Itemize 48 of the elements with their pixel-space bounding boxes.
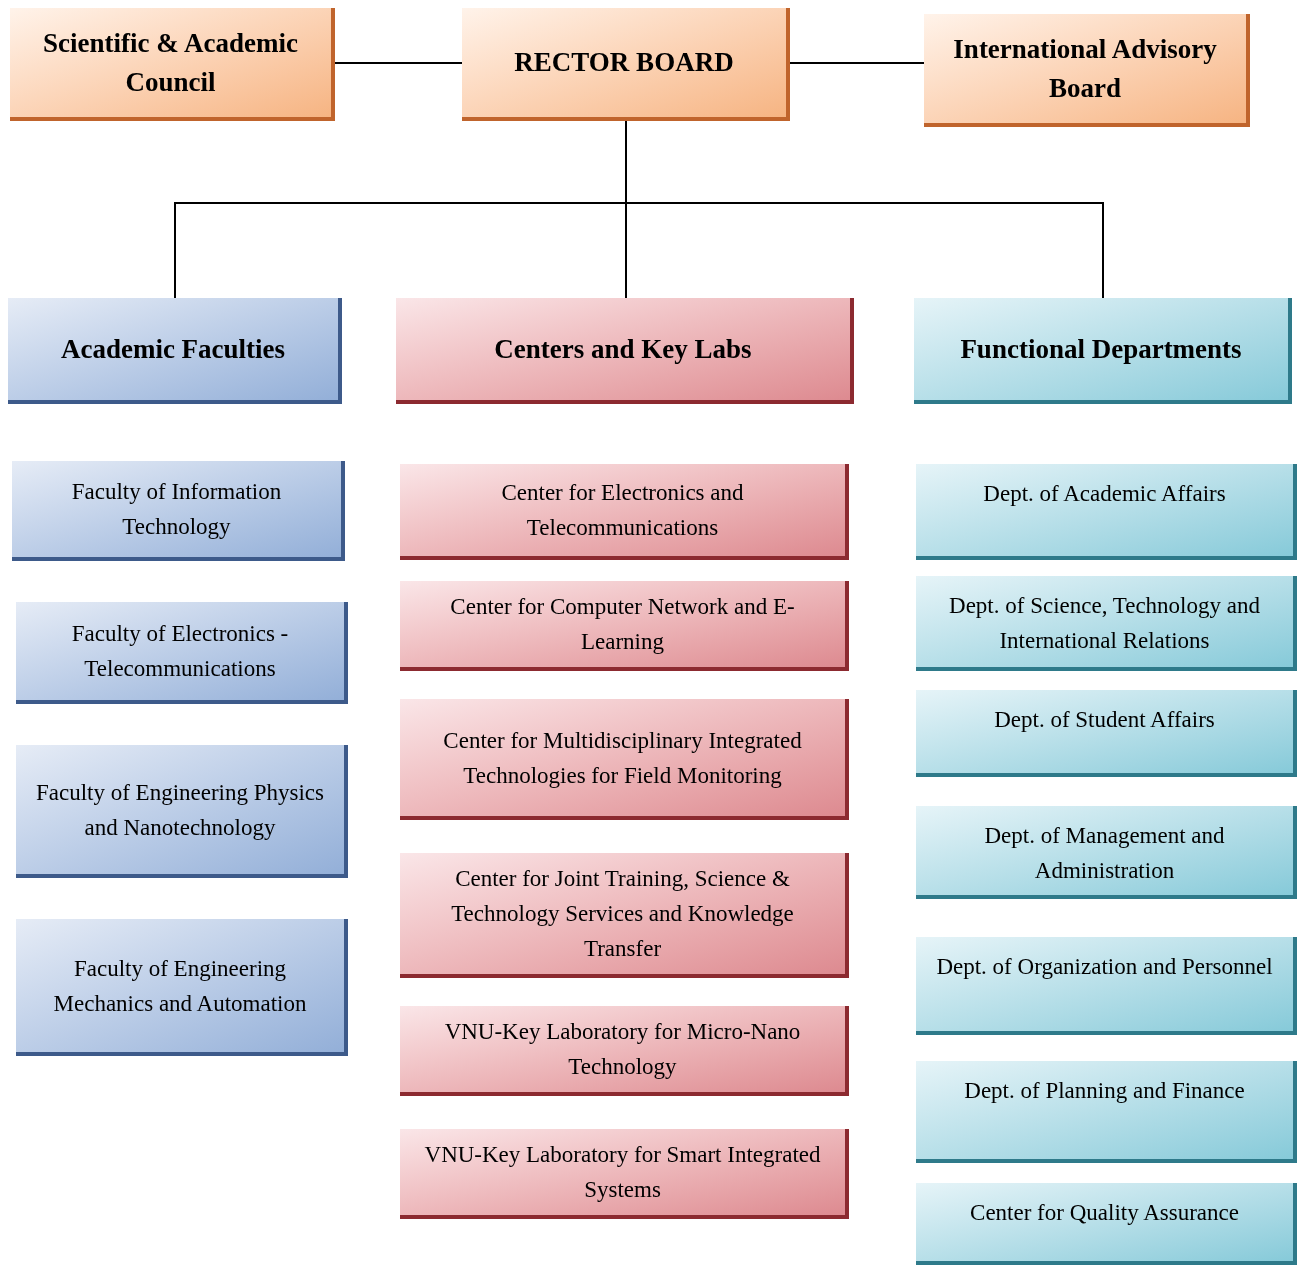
header-box [462, 8, 790, 121]
box-label: VNU-Key Laboratory for Micro-Nano Technology [443, 1018, 802, 1081]
header-box [10, 8, 335, 121]
box-label: Faculty of Engineering Mechanics and Automation [52, 954, 308, 1018]
box-label: International Advisory Board [952, 32, 1218, 105]
box-label: VNU-Key Laboratory for Smart Integrated Systems [423, 1141, 822, 1204]
connector-line [334, 62, 463, 64]
unit-box [16, 602, 348, 704]
box-label: Dept. of Science, Technology and International Relations [948, 592, 1261, 655]
box-label: Center for Joint Training, Science & Technology Services and Knowledge Transfer [450, 865, 795, 963]
header-box [396, 298, 854, 404]
unit-box [400, 464, 849, 560]
box-label: Faculty of Electronics - Telecommunications [70, 620, 290, 683]
unit-box [916, 464, 1297, 560]
header-box [914, 298, 1292, 404]
box-label: Dept. of Academic Affairs [983, 480, 1226, 508]
unit-box [400, 699, 849, 820]
box-label: Center for Electronics and Telecommunications [500, 479, 745, 542]
box-label: Center for Quality Assurance [970, 1199, 1239, 1227]
box-label: RECTOR BOARD [514, 46, 734, 79]
box-label: Centers and Key Labs [494, 332, 752, 366]
box-label: Dept. of Management and Administration [983, 822, 1226, 885]
unit-box [400, 853, 849, 978]
unit-box [12, 461, 345, 561]
box-label: Academic Faculties [60, 332, 286, 366]
box-label: Faculty of Engineering Physics and Nanotechnology [34, 778, 326, 842]
unit-box [400, 581, 849, 671]
connector-line [789, 62, 925, 64]
box-label: Dept. of Planning and Finance [964, 1077, 1245, 1105]
unit-box [916, 806, 1297, 899]
box-label: Scientific & Academic Council [42, 26, 299, 99]
box-label: Dept. of Organization and Personnel [936, 953, 1273, 981]
box-label: Center for Computer Network and E-Learning [449, 593, 796, 656]
unit-box [916, 690, 1297, 777]
box-label: Functional Departments [960, 332, 1242, 366]
unit-box [916, 1061, 1297, 1163]
unit-box [916, 1183, 1297, 1265]
box-label: Dept. of Student Affairs [994, 706, 1215, 734]
header-box [8, 298, 342, 404]
unit-box [916, 937, 1297, 1035]
unit-box [16, 919, 348, 1056]
unit-box [400, 1129, 849, 1219]
header-box [924, 14, 1250, 127]
unit-box [400, 1006, 849, 1096]
box-label: Center for Multidisciplinary Integrated Technologies for Field Monitoring [442, 726, 803, 790]
box-label: Faculty of Information Technology [70, 478, 283, 541]
unit-box [16, 745, 348, 878]
unit-box [916, 576, 1297, 671]
